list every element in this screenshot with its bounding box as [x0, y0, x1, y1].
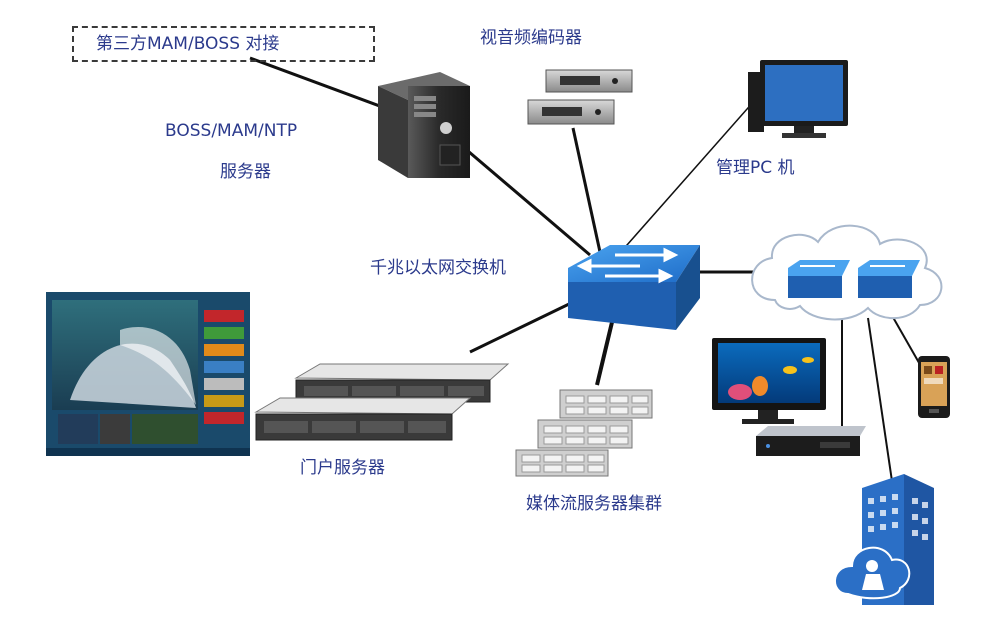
mobile-phone-icon — [918, 356, 950, 418]
portal-menu-buttons — [204, 310, 244, 424]
set-top-box-icon — [756, 426, 866, 456]
portal-screen-icon — [46, 292, 250, 456]
cloud-icon — [751, 224, 943, 321]
network-switch-icon — [568, 245, 700, 330]
line-third-party-to-server — [249, 56, 386, 110]
codec-label: 视音频编码器 — [480, 28, 582, 48]
building-icon — [834, 474, 934, 605]
admin-pc-label: 管理PC 机 — [716, 158, 795, 178]
boss-server-label-line2: 服务器 — [220, 162, 271, 182]
tower-server-icon — [378, 72, 470, 178]
stream-cluster-label: 媒体流服务器集群 — [526, 494, 662, 514]
desktop-pc-icon — [748, 60, 848, 138]
third-party-box — [72, 26, 375, 62]
line-server-to-switch — [454, 138, 591, 257]
line-switch-to-storage — [595, 317, 615, 386]
third-party-label: 第三方MAM/BOSS 对接 — [96, 34, 280, 54]
cloud-switch-left — [788, 260, 850, 298]
line-pc-to-switch — [611, 99, 756, 263]
boss-server-label-line1: BOSS/MAM/NTP — [165, 121, 298, 141]
line-codec-to-switch — [571, 127, 602, 253]
storage-array-icon — [515, 389, 653, 477]
portal-server-label: 门户服务器 — [300, 458, 385, 478]
codec-rack-icon — [527, 69, 633, 125]
tv-monitor-icon — [712, 338, 826, 424]
rack-server-icon — [254, 363, 510, 441]
cloud-switch-right — [858, 260, 920, 298]
line-cloud-to-phone — [889, 311, 923, 369]
switch-label: 千兆以太网交换机 — [370, 258, 506, 278]
line-cloud-to-building — [867, 317, 894, 489]
